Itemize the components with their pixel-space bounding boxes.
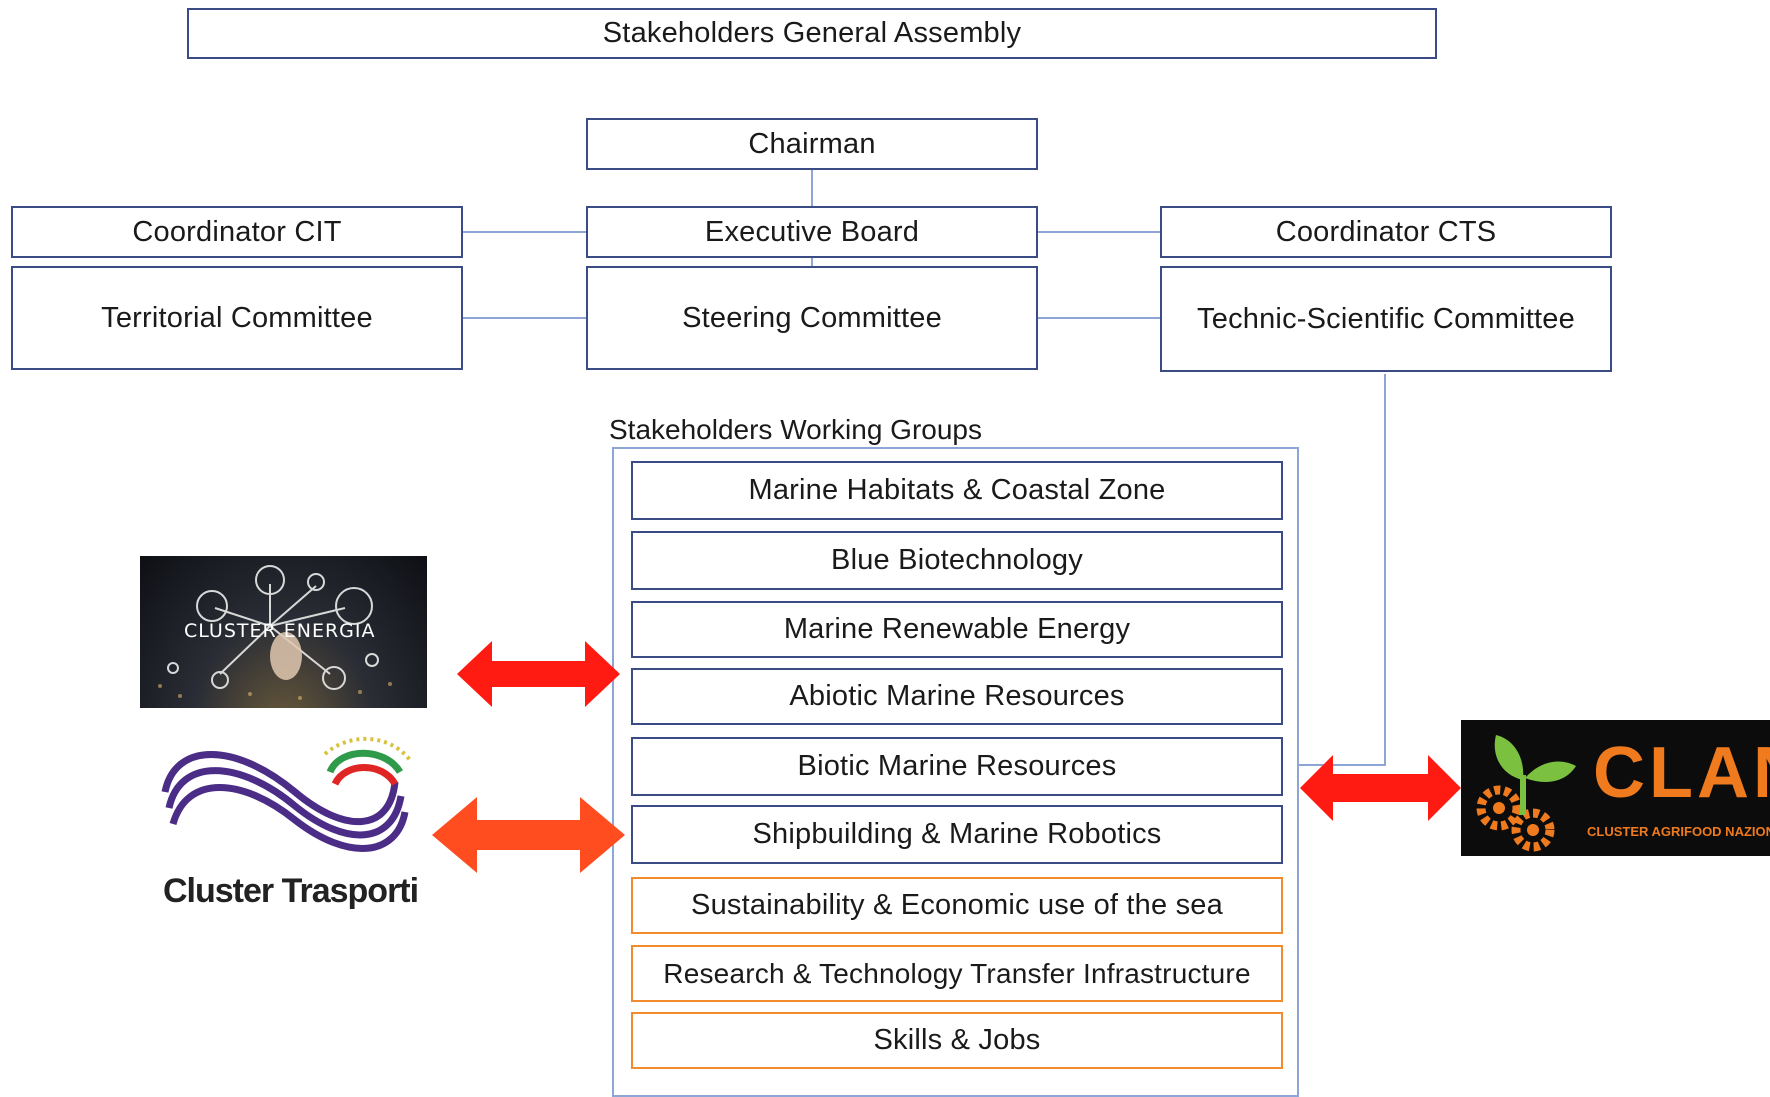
wg-label: Biotic Marine Resources (797, 750, 1117, 782)
coordinator-cts-label: Coordinator CTS (1275, 215, 1497, 248)
territorial-committee-box: Territorial Committee (11, 266, 463, 370)
wg-label: Marine Habitats & Coastal Zone (748, 474, 1166, 506)
wg-label: Research & Technology Transfer Infrastru… (663, 957, 1251, 989)
general-assembly-box: Stakeholders General Assembly (187, 8, 1437, 59)
wg-label: Abiotic Marine Resources (789, 680, 1125, 712)
technic-scientific-committee-box: Technic-Scientific Committee (1160, 266, 1612, 372)
clan-subtitle-label: CLUSTER AGRIFOOD NAZIONALE (1587, 824, 1770, 839)
wg-abiotic-marine-resources: Abiotic Marine Resources (631, 668, 1283, 725)
double-arrow-energia (457, 641, 620, 707)
clan-logo: CLAN CLUSTER AGRIFOOD NAZIONALE (1461, 720, 1770, 856)
cluster-energia-logo: CLUSTER ENERGIA (140, 556, 427, 708)
wg-marine-habitats: Marine Habitats & Coastal Zone (631, 461, 1283, 520)
cluster-trasporti-label: Cluster Trasporti (163, 872, 419, 910)
infinity-graphic (161, 736, 412, 852)
double-arrow-trasporti (432, 797, 625, 873)
network-graphic (158, 565, 392, 700)
gears-sprout-graphic (1476, 735, 1576, 852)
territorial-committee-label: Territorial Committee (101, 301, 373, 334)
wg-blue-biotechnology: Blue Biotechnology (631, 531, 1283, 590)
executive-board-label: Executive Board (704, 215, 920, 248)
wg-skills-jobs: Skills & Jobs (631, 1012, 1283, 1069)
coordinator-cit-label: Coordinator CIT (132, 215, 342, 248)
clan-name-label: CLAN (1593, 733, 1770, 813)
wg-marine-renewable-energy: Marine Renewable Energy (631, 601, 1283, 658)
coordinator-cit-box: Coordinator CIT (11, 206, 463, 258)
coordinator-cts-box: Coordinator CTS (1160, 206, 1612, 258)
technic-scientific-committee-label: Technic-Scientific Committee (1197, 302, 1575, 335)
steering-committee-box: Steering Committee (586, 266, 1038, 370)
wg-research-technology-transfer: Research & Technology Transfer Infrastru… (631, 945, 1283, 1002)
wg-label: Sustainability & Economic use of the sea (691, 889, 1223, 921)
wg-label: Marine Renewable Energy (783, 613, 1131, 645)
double-arrow-clan (1300, 755, 1461, 821)
chairman-label: Chairman (748, 127, 876, 160)
general-assembly-label: Stakeholders General Assembly (602, 17, 1022, 49)
chairman-box: Chairman (586, 118, 1038, 170)
wg-shipbuilding-marine-robotics: Shipbuilding & Marine Robotics (631, 805, 1283, 864)
cluster-energia-label: CLUSTER ENERGIA (184, 620, 376, 642)
wg-sustainability: Sustainability & Economic use of the sea (631, 877, 1283, 934)
wg-label: Shipbuilding & Marine Robotics (752, 818, 1162, 850)
executive-board-box: Executive Board (586, 206, 1038, 258)
wg-biotic-marine-resources: Biotic Marine Resources (631, 737, 1283, 796)
cluster-trasporti-logo: Cluster Trasporti (155, 722, 425, 922)
working-groups-title: Stakeholders Working Groups (609, 414, 982, 445)
wg-label: Blue Biotechnology (831, 544, 1083, 576)
steering-committee-label: Steering Committee (682, 301, 942, 334)
wg-label: Skills & Jobs (873, 1024, 1041, 1056)
